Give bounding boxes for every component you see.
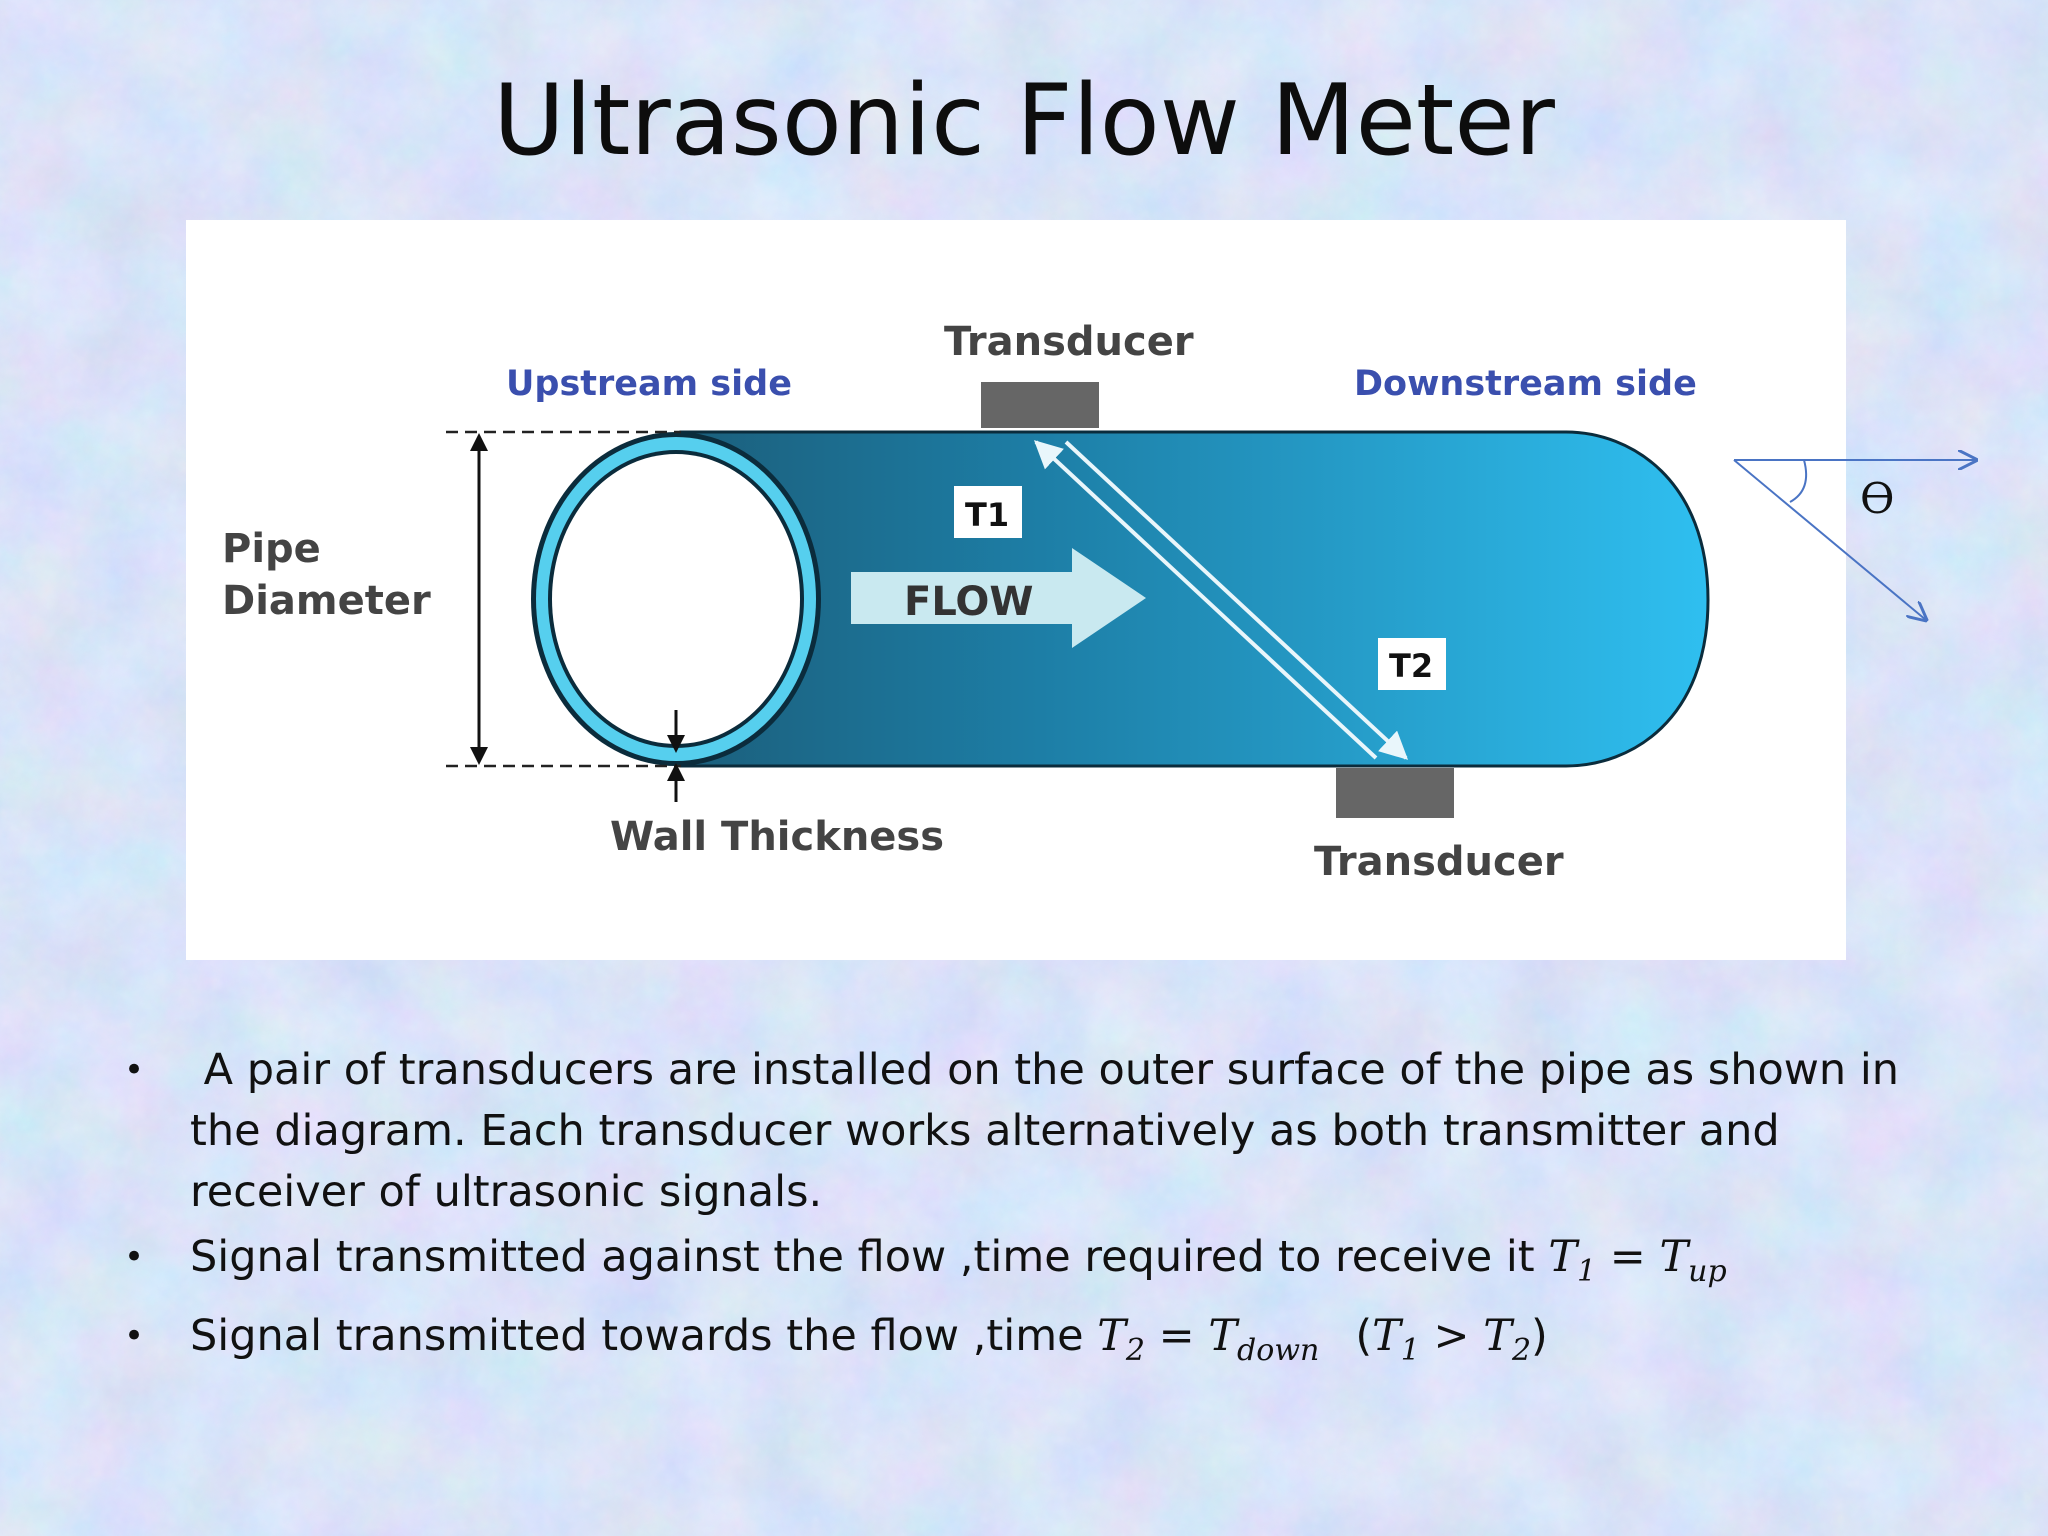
transducer-bottom bbox=[1336, 768, 1454, 818]
angle-arc bbox=[1789, 459, 1808, 503]
bullet-item-2: • Signal transmitted against the flow ,t… bbox=[120, 1227, 1950, 1302]
math-close-paren: ) bbox=[1531, 1311, 1548, 1361]
math-gt: > bbox=[1419, 1311, 1484, 1361]
flow-arrow bbox=[851, 548, 1146, 648]
signal-path-down bbox=[1064, 440, 1409, 760]
bullet-dot: • bbox=[124, 1316, 145, 1356]
math-tdown: T bbox=[1208, 1311, 1238, 1361]
diagram-svg: FLOW T1 T2 Transducer Transducer Upstrea… bbox=[222, 319, 1710, 885]
math-tup-sub: up bbox=[1688, 1254, 1727, 1289]
math-cmp-t2-sub: 2 bbox=[1511, 1333, 1532, 1368]
math-t2: T bbox=[1097, 1311, 1126, 1361]
pipe-diameter-label-line2: Diameter bbox=[222, 578, 431, 624]
math-t2-sub: 2 bbox=[1125, 1333, 1145, 1368]
transducer-bottom-label: Transducer bbox=[1314, 839, 1564, 885]
t2-label: T2 bbox=[1389, 647, 1433, 685]
flow-meter-diagram: FLOW T1 T2 Transducer Transducer Upstrea… bbox=[186, 220, 1846, 960]
bullet-text-2: Signal transmitted against the flow ,tim… bbox=[190, 1232, 1549, 1282]
math-tdown-sub: down bbox=[1237, 1333, 1320, 1368]
math-eq: = bbox=[1596, 1232, 1660, 1282]
math-eq: = bbox=[1144, 1311, 1209, 1361]
pipe-interior bbox=[552, 454, 800, 744]
t1-label: T1 bbox=[965, 496, 1009, 534]
bullet-dot: • bbox=[124, 1050, 145, 1090]
math-tup: T bbox=[1659, 1232, 1689, 1282]
bullet-dot: • bbox=[124, 1237, 145, 1277]
t2-box bbox=[1378, 638, 1446, 690]
bullet-text-3: Signal transmitted towards the flow ,tim… bbox=[190, 1311, 1098, 1361]
math-cmp-t1: T bbox=[1372, 1311, 1401, 1361]
bullet-list: • A pair of transducers are installed on… bbox=[120, 1040, 1950, 1381]
math-cmp-t1-sub: 1 bbox=[1400, 1333, 1420, 1368]
math-t1: T bbox=[1548, 1232, 1577, 1282]
angle-ray-diagonal bbox=[1733, 459, 1926, 620]
slide-title: Ultrasonic Flow Meter bbox=[493, 64, 1555, 178]
downstream-label: Downstream side bbox=[1354, 364, 1697, 404]
t1-box bbox=[954, 486, 1022, 538]
math-open-paren: ( bbox=[1355, 1311, 1373, 1361]
upstream-label: Upstream side bbox=[506, 364, 792, 404]
pipe-diameter-label-line1: Pipe bbox=[222, 526, 321, 572]
wall-thickness-label: Wall Thickness bbox=[610, 814, 944, 860]
transducer-top-label: Transducer bbox=[944, 319, 1194, 365]
bullet-item-1: • A pair of transducers are installed on… bbox=[120, 1040, 1950, 1223]
angle-annotation: ϴ bbox=[1733, 440, 1990, 640]
math-t1-sub: 1 bbox=[1577, 1254, 1597, 1289]
math-cmp-t2: T bbox=[1483, 1311, 1512, 1361]
pipe-body bbox=[679, 430, 1710, 768]
theta-symbol: ϴ bbox=[1860, 474, 1894, 523]
signal-path-up bbox=[1033, 440, 1378, 760]
bullet-text-1: A pair of transducers are installed on t… bbox=[190, 1045, 1913, 1217]
flow-label: FLOW bbox=[904, 579, 1034, 625]
transducer-top bbox=[981, 382, 1099, 428]
bullet-item-3: • Signal transmitted towards the flow ,t… bbox=[120, 1306, 1950, 1381]
